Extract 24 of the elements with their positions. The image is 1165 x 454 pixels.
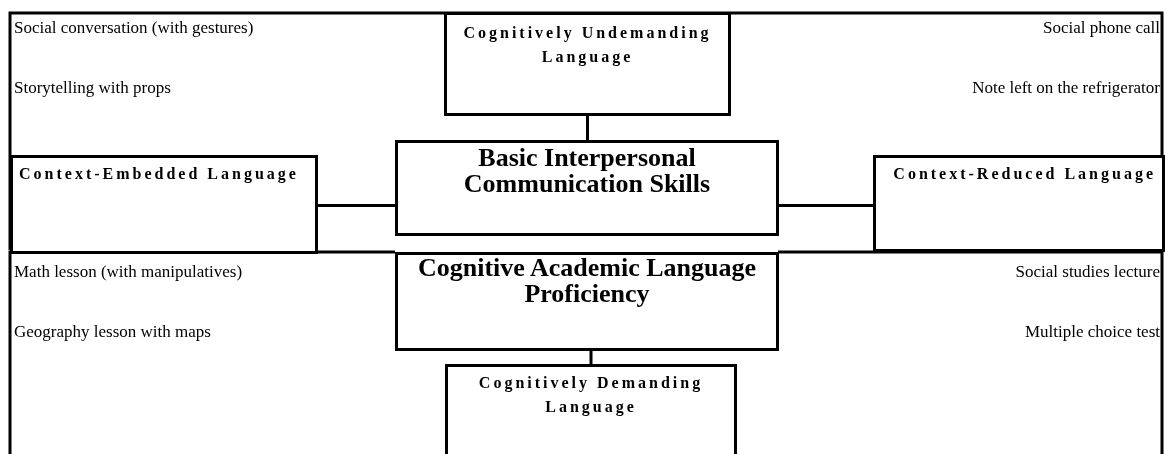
example-text: Geography lesson with maps	[14, 322, 211, 342]
example-text: Social phone call	[1042, 18, 1160, 38]
box-heading: Cognitively Undemanding Language	[462, 23, 713, 68]
concept-box	[444, 12, 731, 116]
example-text: Storytelling with props	[14, 78, 171, 98]
example-text: Note left on the refrigerator	[972, 78, 1160, 98]
example-text: Multiple choice test	[1024, 322, 1160, 342]
example-text: Math lesson (with manipulatives)	[14, 262, 243, 282]
connector-line	[589, 351, 593, 364]
connector-line	[318, 204, 395, 207]
connector-line	[586, 116, 589, 140]
example-text: Social conversation (with gestures)	[14, 18, 254, 38]
concept-box	[395, 252, 779, 351]
box-heading: Cognitive Academic Language Proficiency	[417, 255, 757, 307]
example-text: Social studies lecture	[1015, 262, 1160, 282]
concept-box	[873, 155, 1165, 252]
box-heading: Context-Embedded Language	[19, 164, 300, 185]
concept-box	[395, 140, 779, 236]
box-heading: Context-Reduced Language	[892, 164, 1156, 185]
box-heading: Basic Interpersonal Communication Skills	[462, 145, 712, 197]
box-heading: Cognitively Demanding Language	[477, 373, 705, 418]
concept-box	[445, 364, 737, 454]
connector-line	[779, 204, 873, 207]
concept-box	[10, 155, 318, 254]
